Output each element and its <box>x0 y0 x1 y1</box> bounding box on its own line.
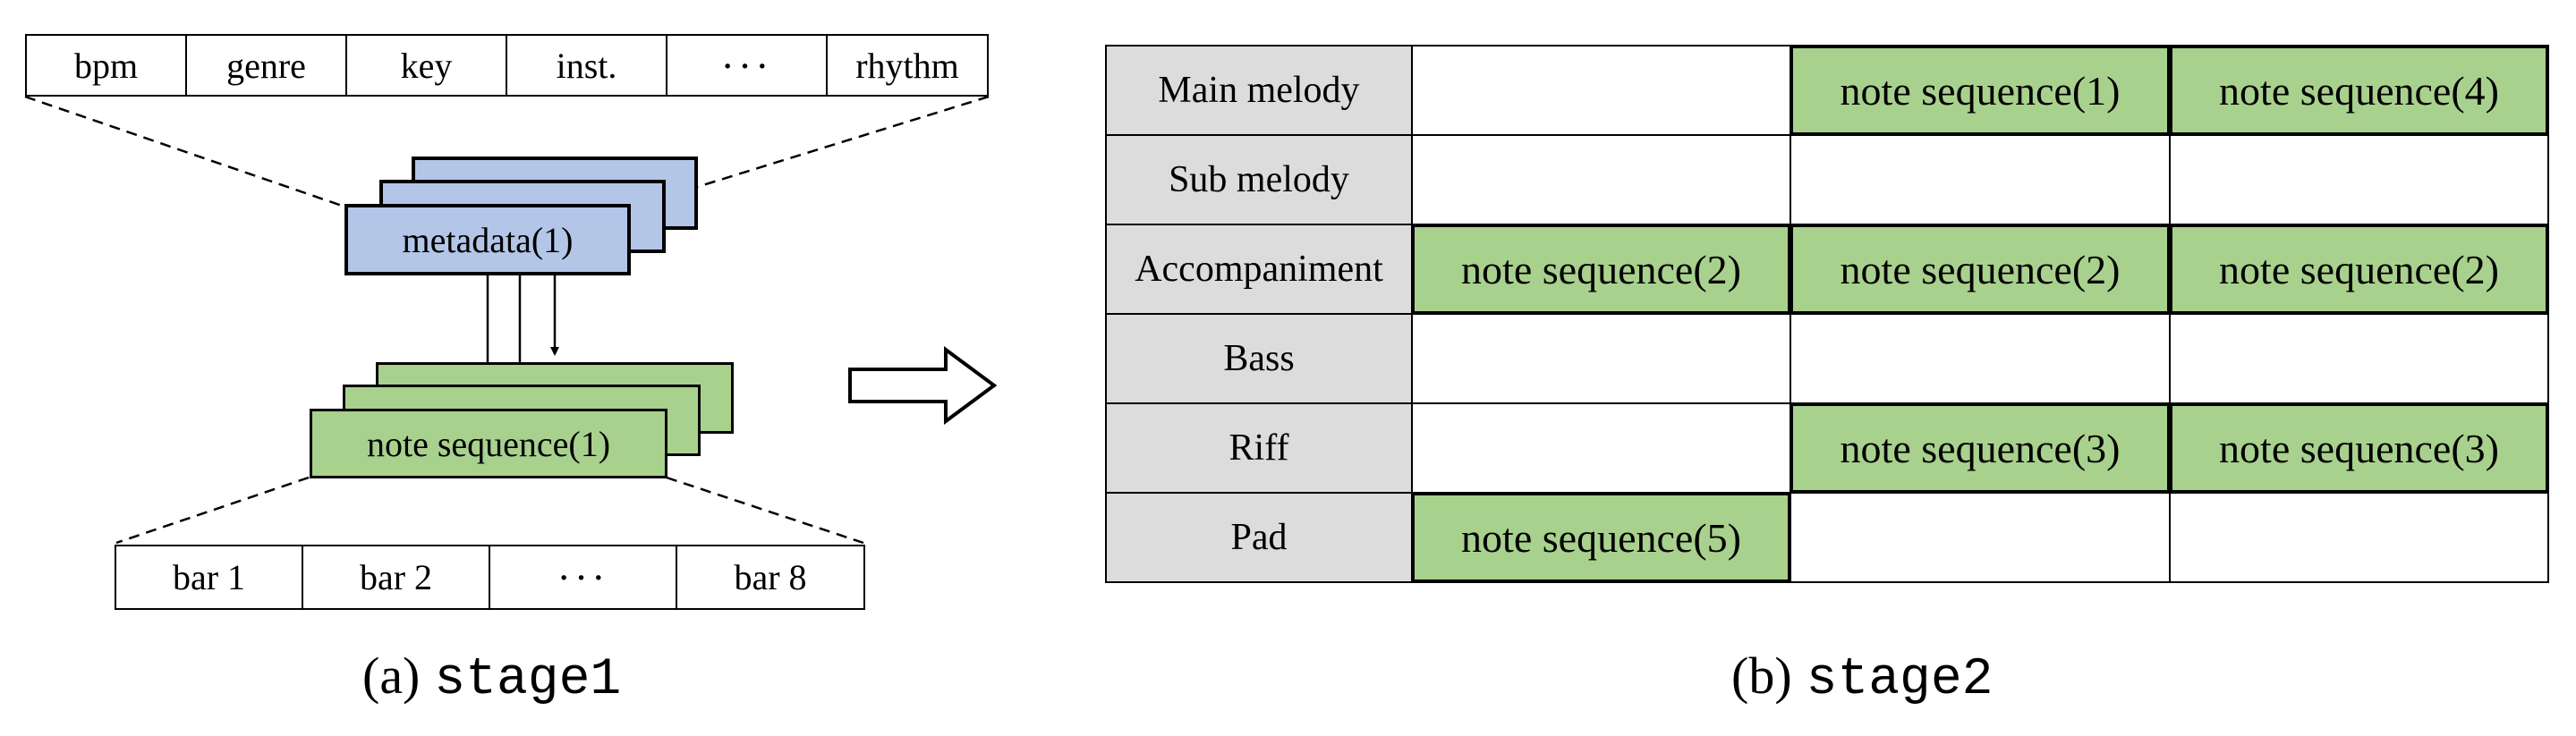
caption-stage2-name: stage2 <box>1806 651 1994 709</box>
caption-stage1-prefix: (a) <box>362 647 421 705</box>
bar-cell-8: bar 8 <box>676 545 865 610</box>
cell-main-melody-col3: note sequence(4) <box>2169 45 2549 136</box>
dashed-line-left-bottom <box>115 476 310 545</box>
field-key: key <box>345 34 507 97</box>
bar-cell-1: bar 1 <box>115 545 303 610</box>
cell-sub-melody-col1 <box>1411 134 1791 225</box>
cell-riff-col2: note sequence(3) <box>1790 402 2171 494</box>
cell-sub-melody-col3 <box>2169 134 2549 225</box>
field-genre: genre <box>185 34 347 97</box>
cell-bass-col1 <box>1411 313 1791 404</box>
row-label-sub-melody: Sub melody <box>1105 134 1413 225</box>
bar-cell-ellipsis: ··· <box>489 545 677 610</box>
cell-riff-col1 <box>1411 402 1791 494</box>
row-label-riff: Riff <box>1105 402 1413 494</box>
cell-accompaniment-col1: note sequence(2) <box>1411 224 1791 315</box>
caption-stage1-name: stage1 <box>434 651 622 709</box>
bar-cell-2: bar 2 <box>302 545 490 610</box>
cell-main-melody-col2: note sequence(1) <box>1790 45 2171 136</box>
caption-stage1: (a) stage1 <box>362 646 621 709</box>
cell-pad-col1: note sequence(5) <box>1411 492 1791 583</box>
row-label-main-melody: Main melody <box>1105 45 1413 136</box>
caption-stage2: (b) stage2 <box>1731 646 1993 709</box>
dashed-line-right-bottom <box>666 476 864 545</box>
cell-bass-col3 <box>2169 313 2549 404</box>
row-label-pad: Pad <box>1105 492 1413 583</box>
row-label-accompaniment: Accompaniment <box>1105 224 1413 315</box>
cell-bass-col2 <box>1790 313 2171 404</box>
cell-main-melody-col1 <box>1411 45 1791 136</box>
caption-stage2-prefix: (b) <box>1731 647 1792 705</box>
cell-pad-col2 <box>1790 492 2171 583</box>
cell-accompaniment-col3: note sequence(2) <box>2169 224 2549 315</box>
field-bpm: bpm <box>25 34 187 97</box>
dashed-line-left-top <box>24 95 348 209</box>
note-sequence-card-front: note sequence(1) <box>310 409 667 478</box>
cell-riff-col3: note sequence(3) <box>2169 402 2549 494</box>
cell-sub-melody-col2 <box>1790 134 2171 225</box>
field-rhythm: rhythm <box>826 34 989 97</box>
cell-pad-col3 <box>2169 492 2549 583</box>
cell-accompaniment-col2: note sequence(2) <box>1790 224 2171 315</box>
field-inst: inst. <box>506 34 667 97</box>
metadata-card-front: metadata(1) <box>344 204 631 275</box>
field-ellipsis: ··· <box>666 34 828 97</box>
right-arrow-icon <box>848 346 998 425</box>
row-label-bass: Bass <box>1105 313 1413 404</box>
